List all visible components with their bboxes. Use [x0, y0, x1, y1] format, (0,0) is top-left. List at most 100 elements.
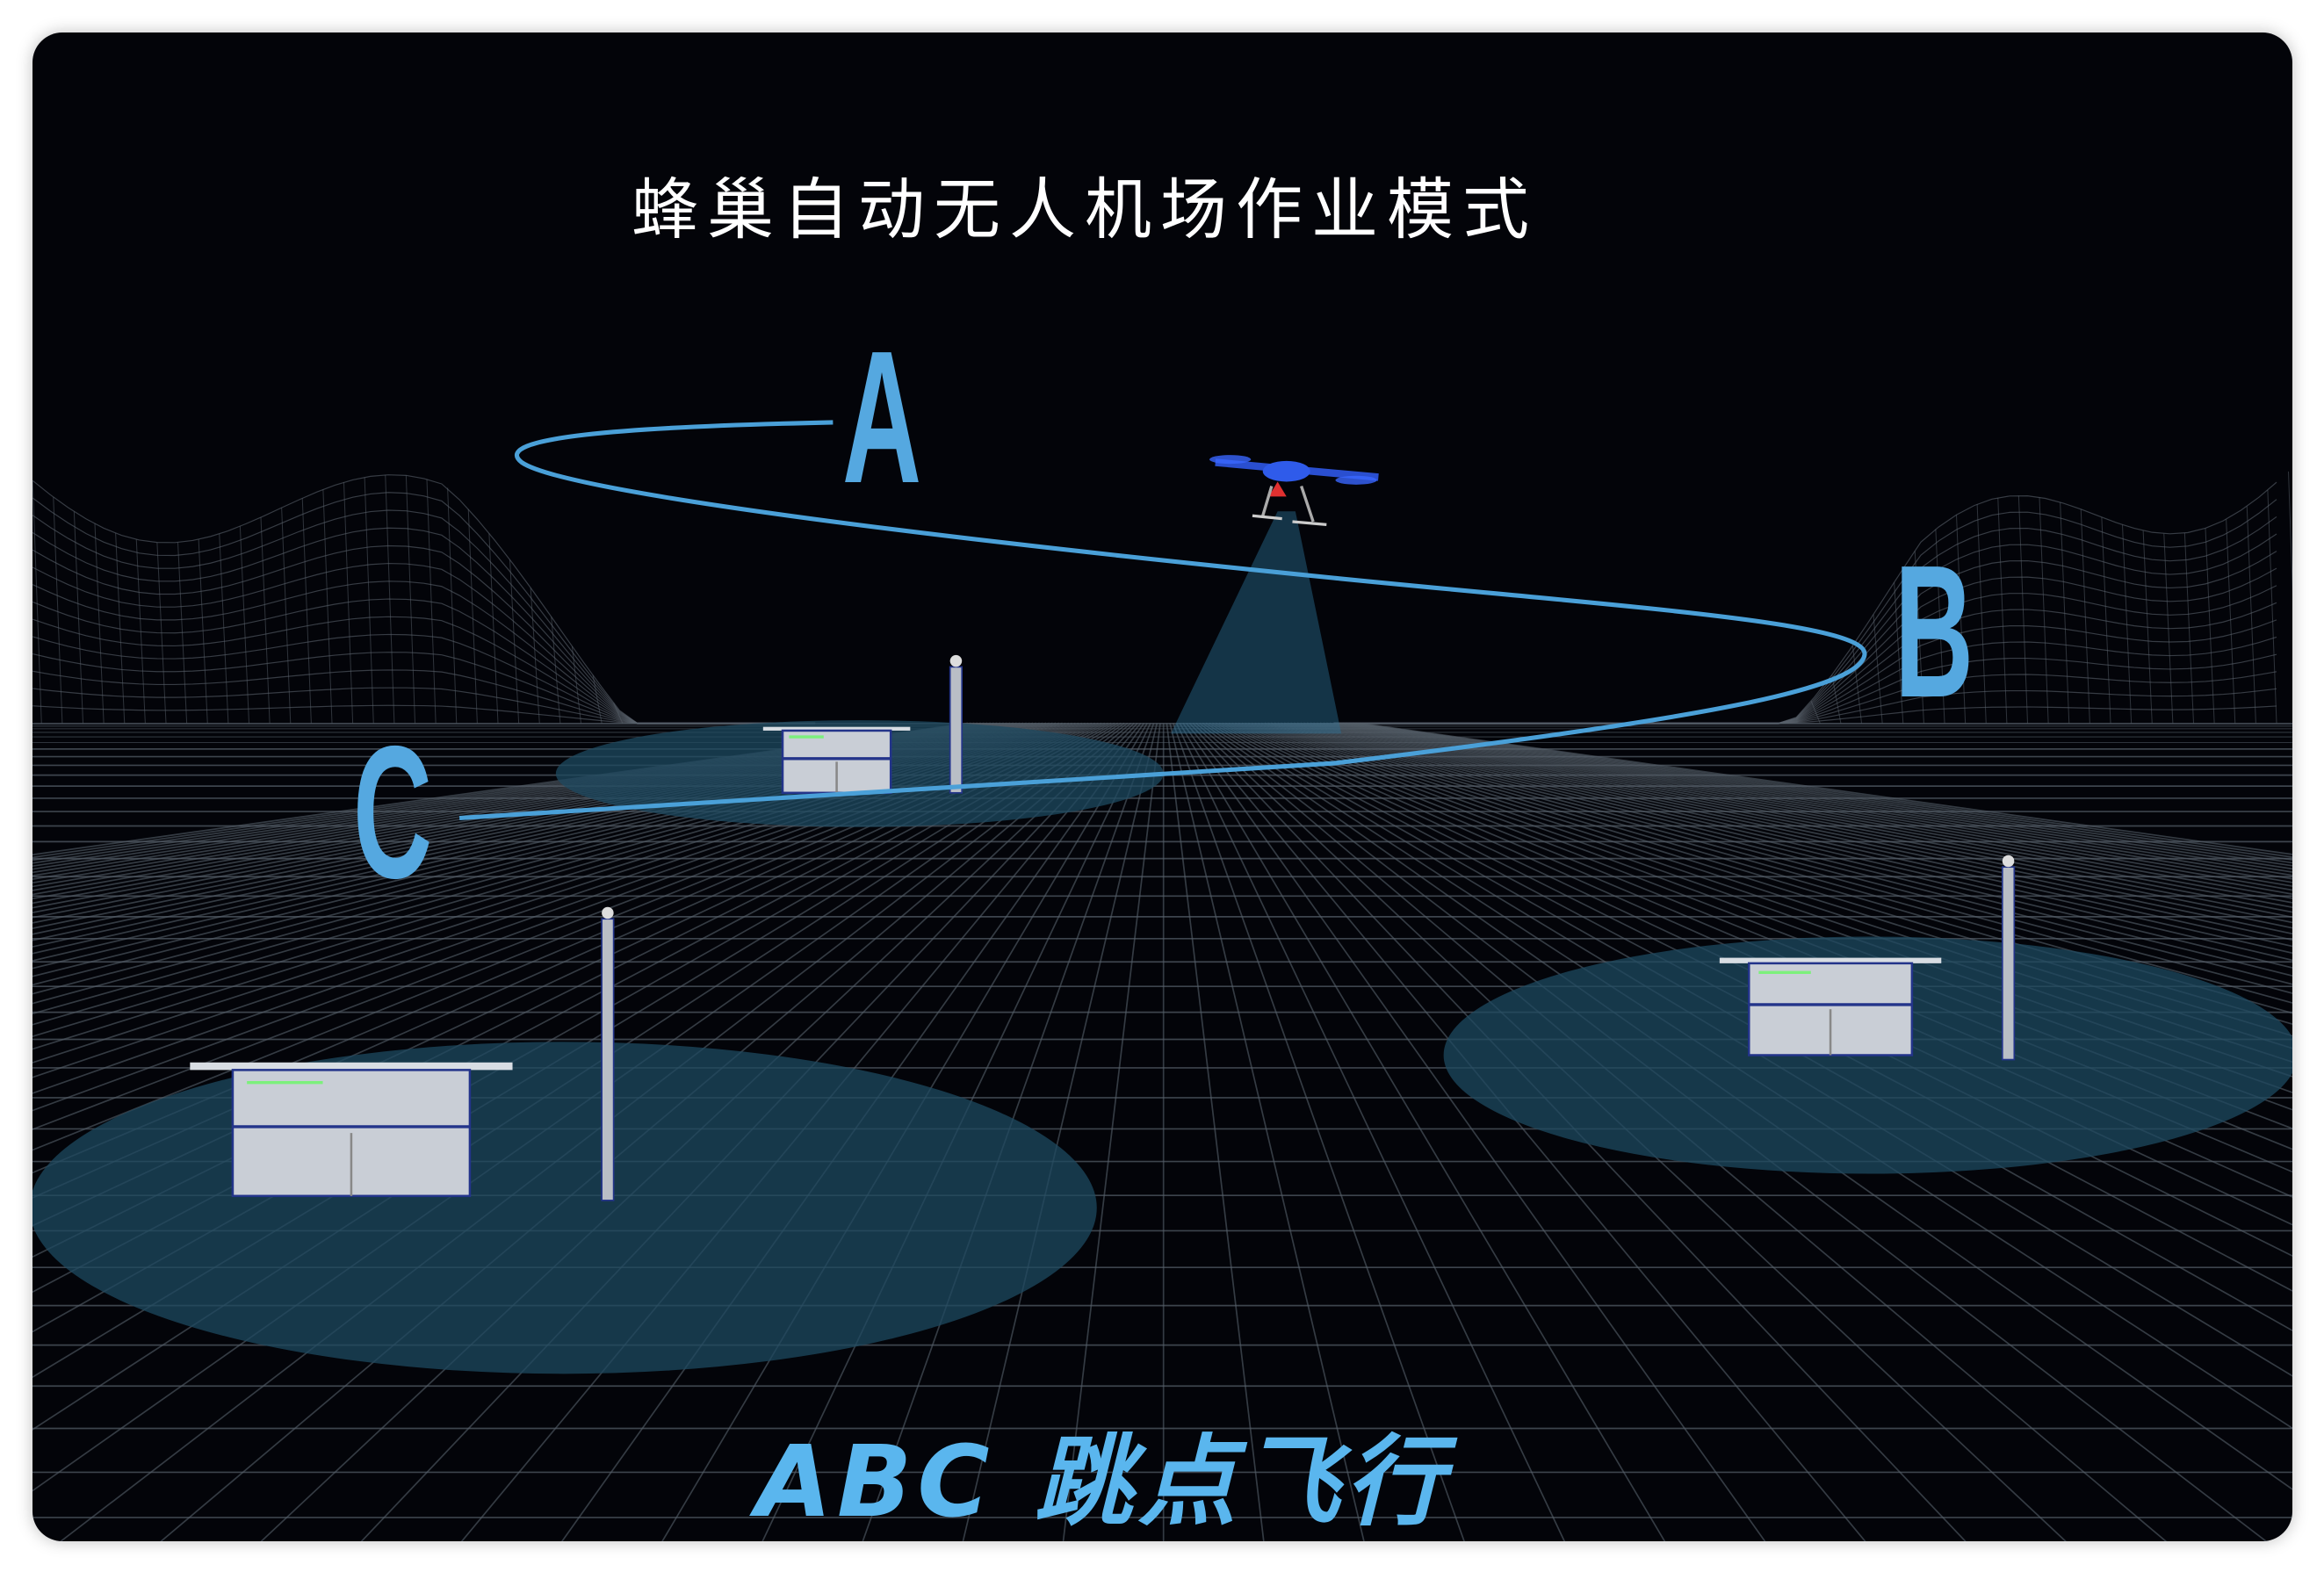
mountain-mesh-line	[2183, 532, 2195, 724]
mountain-mesh-line	[32, 474, 816, 725]
mountain-mesh-line	[1810, 700, 1821, 724]
mountain-mesh-line	[405, 475, 416, 724]
mountain-mesh-line	[32, 527, 816, 725]
mode-caption: ABC 跳点飞行	[755, 1425, 1449, 1540]
mountain-mesh-line	[2267, 489, 2277, 724]
mountain-mesh-line	[2017, 495, 2029, 724]
grid-line	[1332, 722, 2292, 880]
grid-line	[32, 722, 1043, 955]
mountain-mesh-line	[592, 674, 603, 724]
grid-line	[32, 722, 1034, 935]
mountain-mesh-line	[1333, 602, 2277, 725]
mountain-mesh-line	[239, 526, 250, 724]
mountain-mesh-line	[1333, 551, 2277, 725]
grid-line	[1317, 722, 2292, 899]
mountain-mesh-line	[135, 539, 146, 724]
drone-hangar-left	[190, 1062, 513, 1198]
mountain-mesh-line	[32, 562, 816, 725]
grid-line	[1175, 723, 1566, 1541]
mountain-mesh-line	[94, 523, 105, 724]
grid-line	[32, 722, 1093, 1130]
grid-line	[1346, 722, 2292, 867]
flight-path	[458, 420, 1867, 821]
mountain-mesh-line	[2205, 528, 2215, 724]
grid-line	[32, 722, 1083, 1078]
grid-line	[1287, 722, 2292, 948]
grid-line	[1336, 722, 2292, 876]
mountain-mesh-line	[2287, 471, 2292, 596]
grid-line	[1231, 722, 2292, 1150]
mountain-mesh-line	[509, 559, 520, 724]
grid-line	[1303, 722, 2292, 919]
grid-line	[1267, 722, 2292, 994]
mountain-mesh-line	[1873, 614, 1883, 724]
grid-line	[32, 722, 1060, 995]
grid-line	[1283, 722, 2292, 955]
mountain-mesh-line	[32, 580, 816, 725]
grid-line	[1319, 722, 2292, 895]
grid-line	[1188, 722, 1967, 1541]
grid-line	[1306, 722, 2292, 913]
mountain-mesh-line	[198, 539, 208, 724]
grid-line	[32, 722, 1014, 905]
mountain-mesh-line	[281, 508, 292, 724]
grid-line	[32, 722, 1047, 962]
grid-line	[1254, 722, 2292, 1037]
grid-line	[1310, 722, 2292, 909]
mountain-mesh-line	[301, 498, 312, 724]
grid-line	[32, 722, 1070, 1026]
mountain-mesh-line	[488, 533, 499, 724]
mountain-mesh-line	[2039, 497, 2049, 724]
drone-icon	[1209, 455, 1379, 527]
grid-line	[32, 722, 1050, 970]
weather-mast	[949, 654, 964, 794]
mountain-mesh-line	[2142, 530, 2153, 724]
mountain-mesh-line	[1851, 645, 1863, 724]
grid-line	[32, 722, 1086, 1094]
grid-line	[1281, 722, 2292, 962]
grid-line	[32, 722, 1040, 948]
grid-line	[1296, 722, 2292, 929]
grid-line	[1241, 722, 2292, 1093]
mountain-mesh-line	[1914, 551, 1924, 724]
mountain-mesh-line	[426, 479, 437, 724]
grid-line	[1182, 723, 1766, 1541]
grid-line	[1342, 722, 2292, 870]
grid-line	[32, 722, 1007, 896]
grid-line	[1235, 722, 2292, 1129]
mountain-mesh-line	[530, 588, 540, 724]
mountain-mesh-line	[1894, 582, 1904, 724]
grid-line	[32, 722, 1072, 1038]
mountain-mesh-line	[32, 598, 816, 725]
mountain-mesh-line	[1333, 585, 2277, 725]
grid-line	[32, 722, 994, 880]
grid-line	[1258, 722, 2292, 1025]
grid-line	[32, 722, 1027, 924]
grid-line	[1169, 723, 1365, 1541]
mountain-mesh-line	[32, 544, 816, 725]
mountain-mesh-line	[343, 482, 354, 724]
grid-line	[1173, 723, 1465, 1541]
grid-line	[1224, 722, 2292, 1198]
grid-line	[1238, 722, 2292, 1111]
grid-line	[1329, 722, 2292, 883]
waypoint-label-b: B	[1895, 525, 1974, 737]
grid-line	[1323, 722, 2292, 891]
mountain-mesh-line	[32, 509, 816, 725]
grid-line	[32, 722, 1057, 986]
mountain-mesh-line	[177, 542, 188, 724]
grid-line	[32, 722, 1021, 913]
mountain-mesh-line	[364, 477, 374, 724]
grid-line	[1294, 722, 2292, 935]
mountain-mesh-line	[1935, 529, 1945, 724]
grid-line	[1326, 722, 2292, 887]
grid-line	[32, 722, 1076, 1050]
grid-line	[32, 722, 1079, 1064]
grid-line	[1290, 722, 2292, 941]
grid-line	[32, 722, 988, 874]
grid-line	[32, 722, 1089, 1112]
grid-line	[32, 722, 1004, 891]
weather-mast	[601, 906, 615, 1201]
mountain-mesh-line	[447, 487, 458, 724]
grid-line	[1179, 723, 1666, 1541]
